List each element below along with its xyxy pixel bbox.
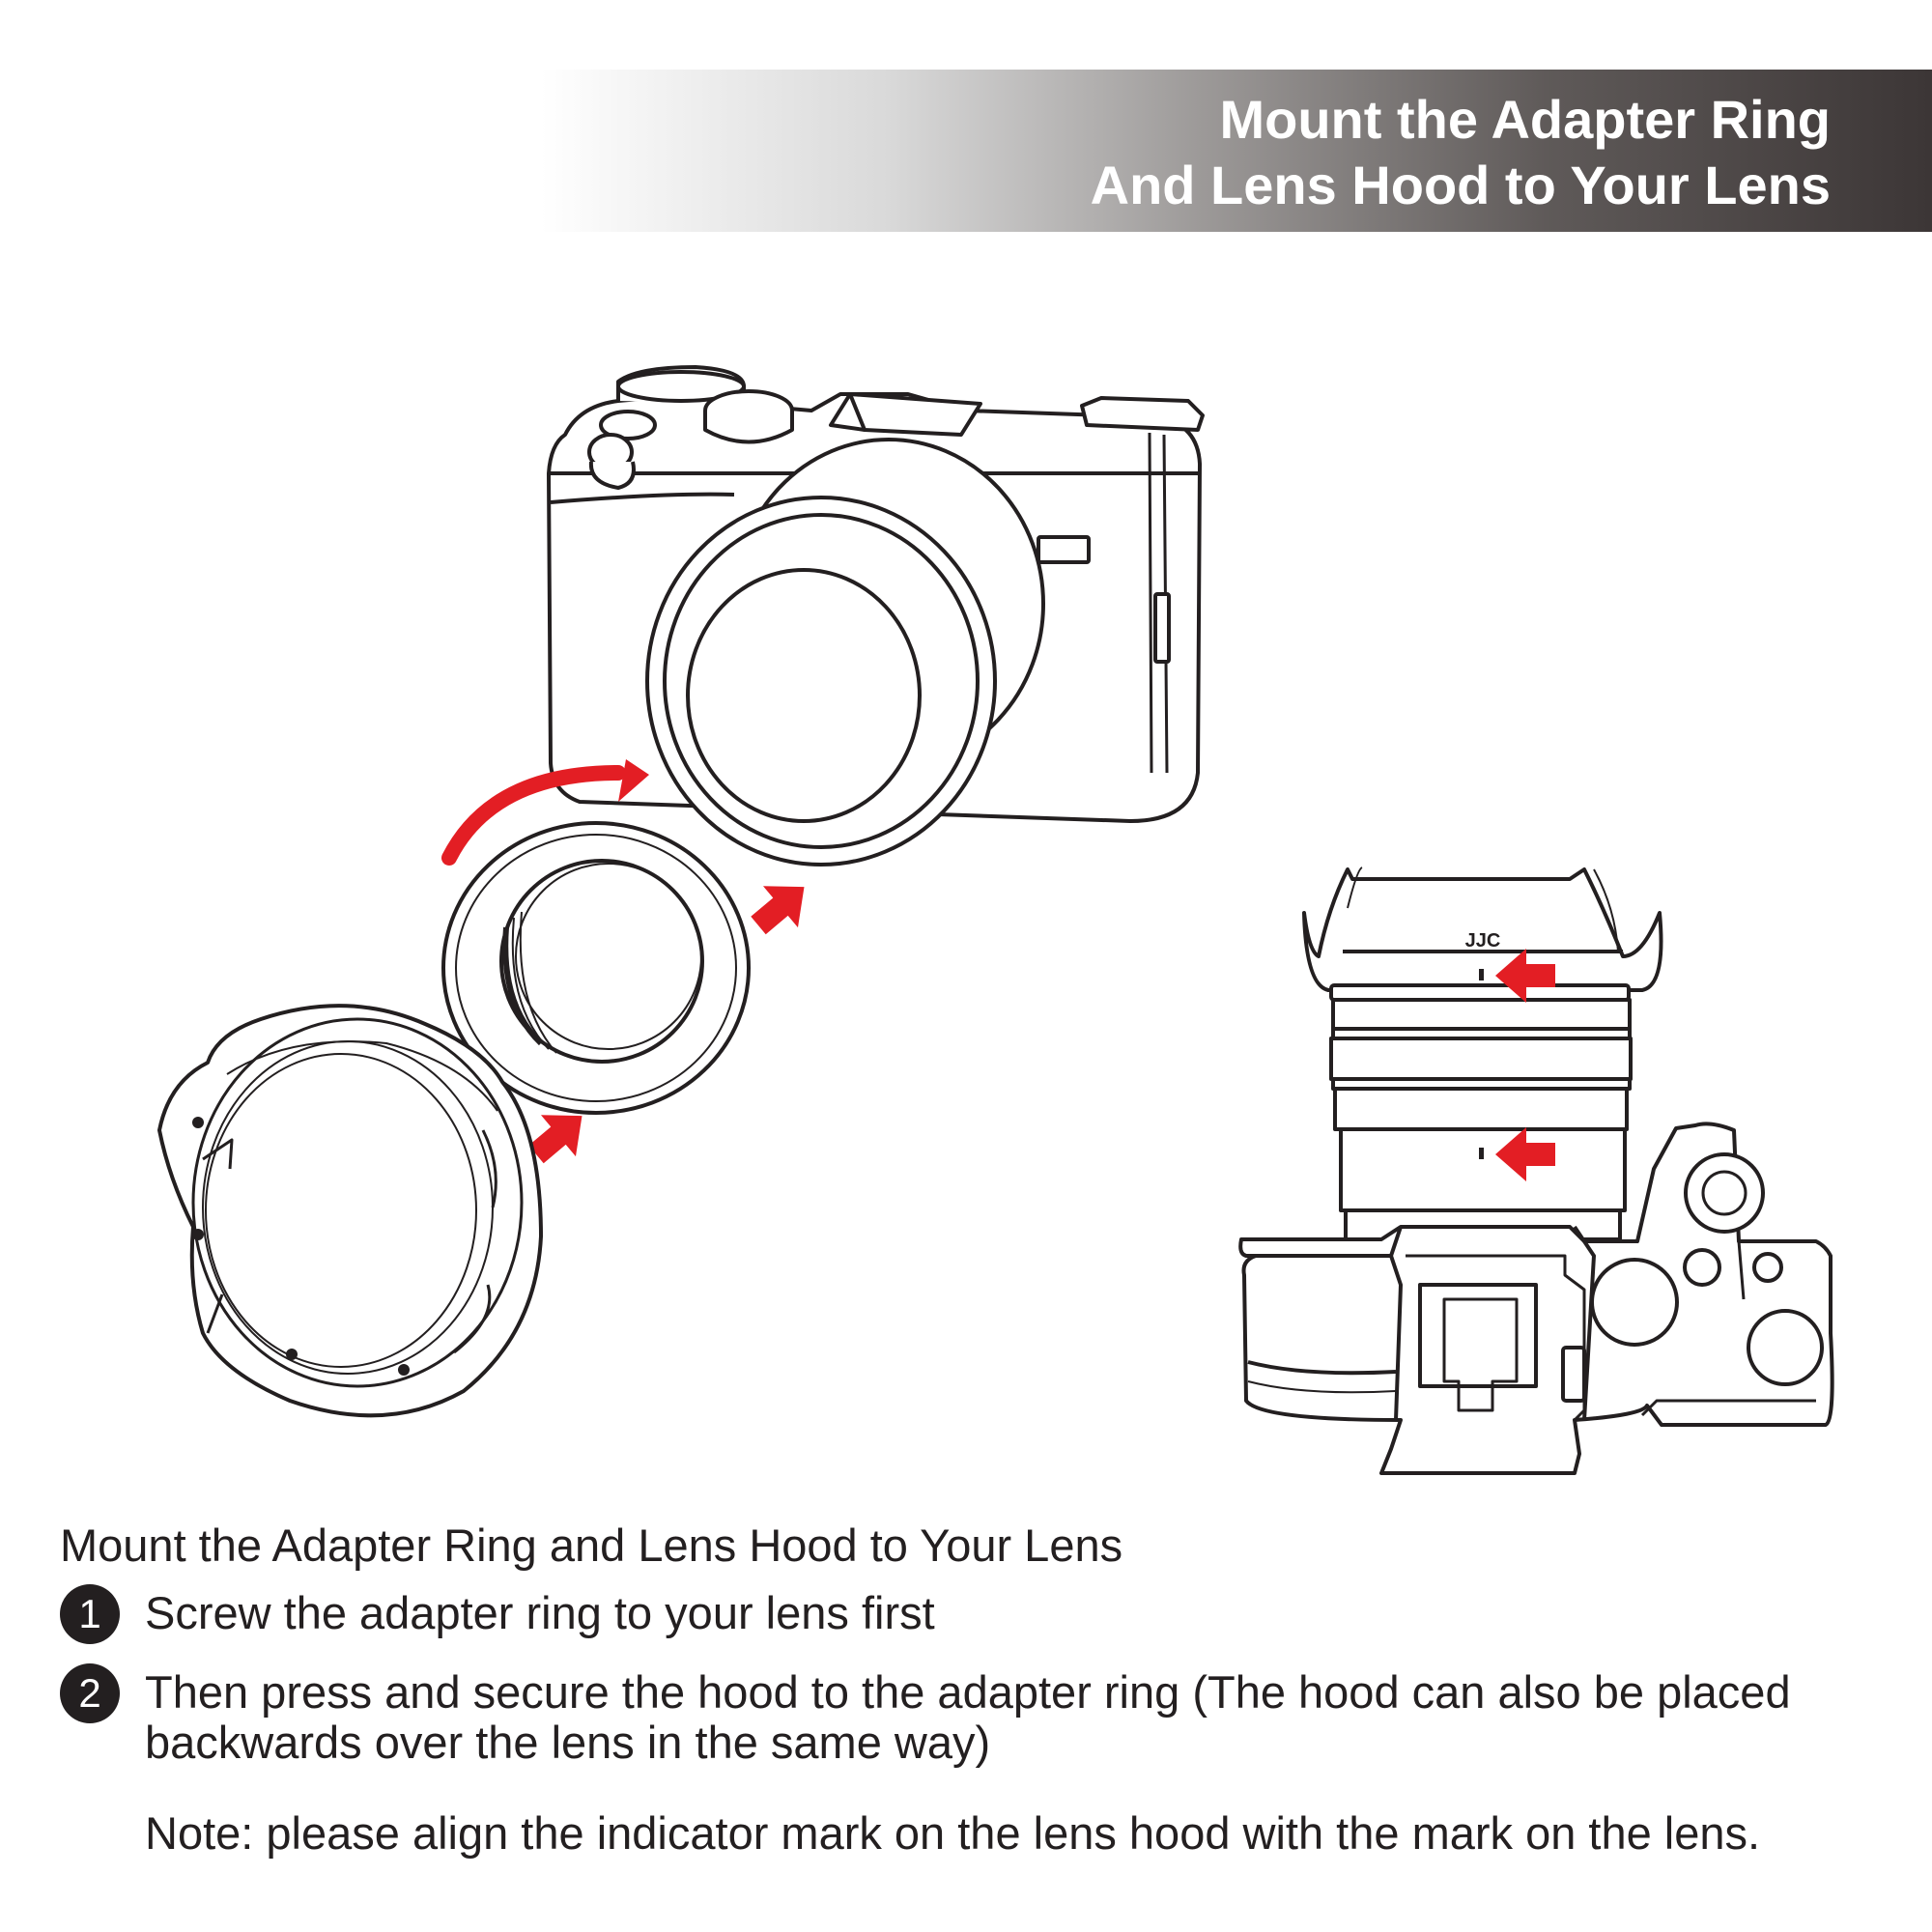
camera-front-drawing: [547, 365, 1205, 867]
step-2-number-badge: 2: [60, 1663, 120, 1723]
adapter-ring-drawing: [441, 821, 751, 1115]
instructions-section: Mount the Adapter Ring and Lens Hood to …: [60, 1517, 1895, 1861]
mounting-illustration: JJC: [157, 365, 1834, 1475]
step-2: 2 Then press and secure the hood to the …: [60, 1663, 1895, 1768]
lens-hood-drawing: [157, 1004, 543, 1418]
rotation-arrow: [441, 759, 649, 866]
title-line-2: And Lens Hood to Your Lens: [1090, 155, 1831, 215]
camera-top-view-drawing: [1238, 867, 1834, 1475]
step-1-text: Screw the adapter ring to your lens firs…: [145, 1587, 935, 1638]
header-banner: Mount the Adapter Ring And Lens Hood to …: [0, 70, 1932, 232]
title-line-1: Mount the Adapter Ring: [1219, 89, 1831, 150]
step-2-text: Then press and secure the hood to the ad…: [145, 1666, 1791, 1768]
page-title: Mount the Adapter Ring And Lens Hood to …: [1091, 87, 1831, 218]
hood-brand-label: JJC: [1465, 930, 1501, 952]
instructions-heading: Mount the Adapter Ring and Lens Hood to …: [60, 1520, 1123, 1571]
step-1: 1 Screw the adapter ring to your lens fi…: [60, 1584, 1895, 1644]
step-1-number-badge: 1: [60, 1584, 120, 1644]
note-text: Note: please align the indicator mark on…: [145, 1807, 1761, 1859]
